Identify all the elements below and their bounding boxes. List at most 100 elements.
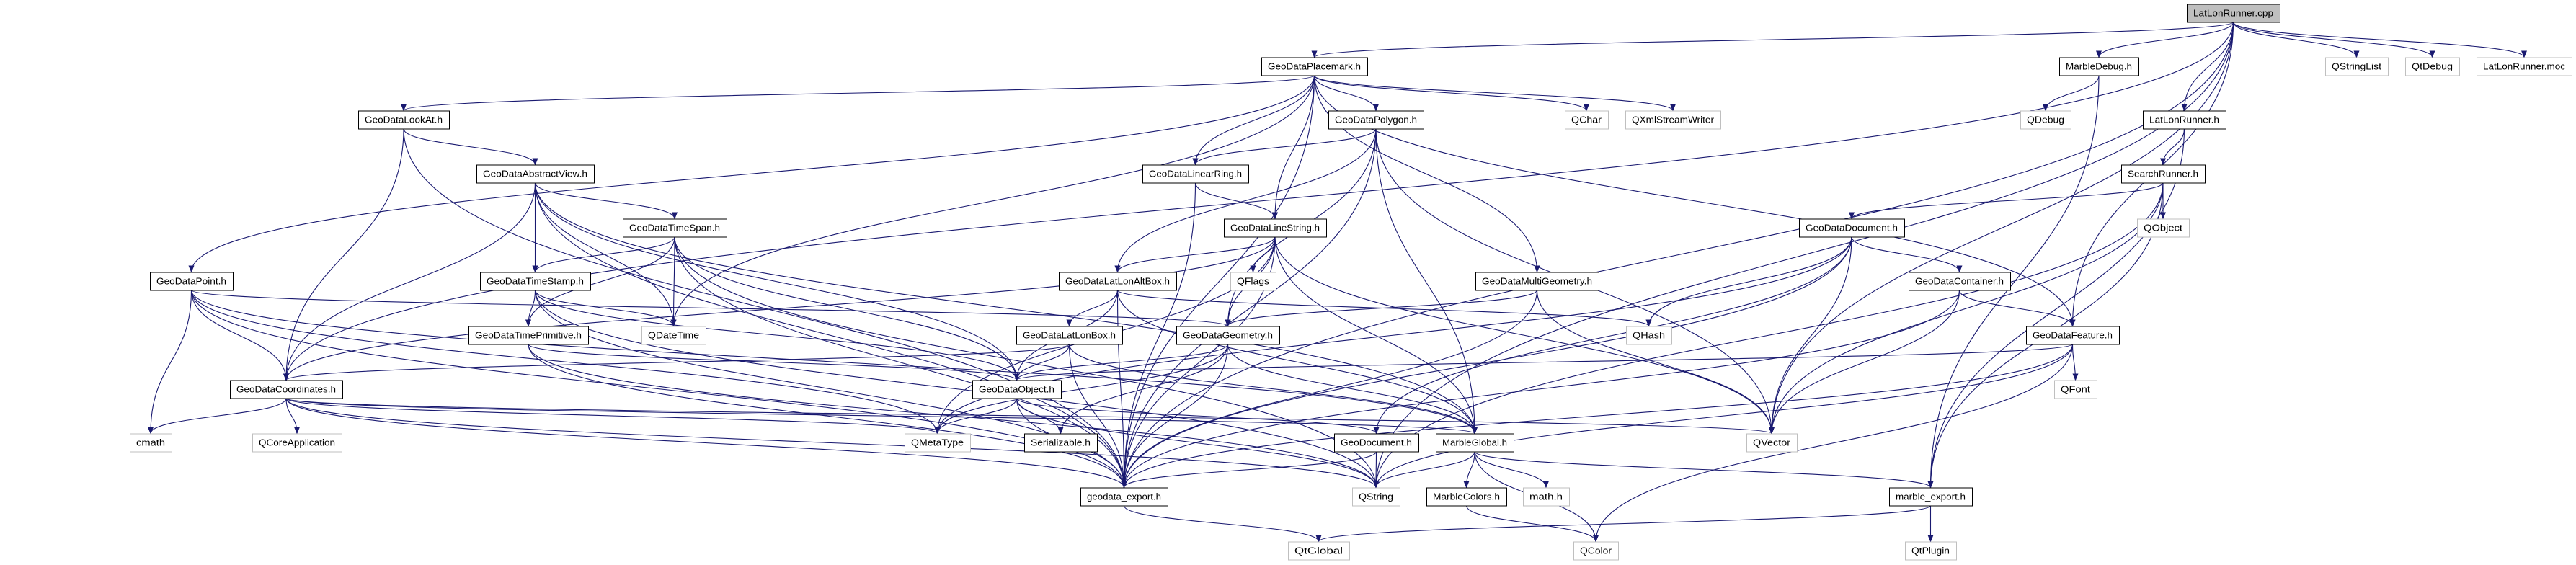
node-label: QFont	[2061, 385, 2091, 395]
edge-geodatageometry-h-to-qmetatype	[934, 344, 1229, 435]
node-box	[2026, 326, 2120, 345]
node-geodatapolygon-h[interactable]: GeoDataPolygon.h	[1328, 110, 1424, 130]
node-geodatatimestamp-h[interactable]: GeoDataTimeStamp.h	[480, 272, 591, 291]
edge-geodatalookat-h-to-geodata-export-h	[403, 128, 1127, 489]
node-box	[358, 110, 450, 130]
node-label: GeoDataPolygon.h	[1335, 115, 1417, 125]
node-qflags[interactable]: QFlags	[1230, 272, 1276, 291]
node-label: MarbleGlobal.h	[1442, 438, 1507, 448]
edge-geodataplacemark-h-to-geodatapolygon-h	[1313, 75, 1379, 112]
node-qcoreapplication[interactable]: QCoreApplication	[252, 433, 342, 453]
edge-geodatatimespan-h-to-geodatatimeprimitive-h	[525, 236, 675, 327]
node-geodatalinearring-h[interactable]: GeoDataLinearRing.h	[1142, 164, 1249, 184]
node-box	[1176, 326, 1280, 345]
node-marblecolors-h[interactable]: MarbleColors.h	[1426, 487, 1507, 507]
node-box	[1334, 433, 1419, 453]
edge-geodatatimestamp-h-to-geodataobject-h	[534, 290, 1020, 381]
node-geodatadocument-h[interactable]: GeoDataDocument.h	[1799, 218, 1905, 238]
edge-marbleglobal-h-to-marblecolors-h	[1463, 451, 1475, 489]
edge-geodatalatlonbox-h-to-geodata-export-h	[1068, 344, 1127, 489]
node-geodatalatlonaltbox-h[interactable]: GeoDataLatLonAltBox.h	[1059, 272, 1177, 291]
node-qfont[interactable]: QFont	[2054, 380, 2097, 399]
node-geodatalinestring-h[interactable]: GeoDataLineString.h	[1224, 218, 1327, 238]
node-qdatetime[interactable]: QDateTime	[641, 326, 706, 345]
edge-geodata-export-h-to-qtglobal	[1123, 505, 1322, 543]
edge-geodatageometry-h-to-serializable-h	[1057, 344, 1229, 435]
node-searchrunner-h[interactable]: SearchRunner.h	[2121, 164, 2206, 184]
node-geodataobject-h[interactable]: GeoDataObject.h	[972, 380, 1062, 399]
node-box	[1024, 433, 1098, 453]
node-box	[476, 164, 595, 184]
node-box	[2137, 218, 2190, 238]
node-geodatalatlonbox-h[interactable]: GeoDataLatLonBox.h	[1016, 326, 1123, 345]
node-qxmlstreamwriter[interactable]: QXmlStreamWriter	[1625, 110, 1721, 130]
node-qchar[interactable]: QChar	[1565, 110, 1609, 130]
node-label: MarbleDebug.h	[2066, 62, 2132, 72]
node-geodatacoordinates-h[interactable]: GeoDataCoordinates.h	[230, 380, 343, 399]
node-latlonrunner-moc[interactable]: LatLonRunner.moc	[2477, 57, 2572, 76]
edge-geodatatimespan-h-to-qdatetime	[670, 236, 677, 327]
edge-geodatamultigeometry-h-to-geodatageometry-h	[1225, 290, 1538, 327]
node-geodatamultigeometry-h[interactable]: GeoDataMultiGeometry.h	[1475, 272, 1599, 291]
node-marbledebug-h[interactable]: MarbleDebug.h	[2059, 57, 2139, 76]
node-math-h[interactable]: math.h	[1523, 487, 1570, 507]
edge-geodatadocument-h-to-qvector	[1769, 236, 1852, 435]
edge-geodatadocument-h-to-geodata-export-h	[1121, 236, 1852, 489]
node-box	[130, 433, 172, 453]
node-qstringlist[interactable]: QStringList	[2325, 57, 2389, 76]
edge-geodatapoint-h-to-cmath	[148, 290, 192, 435]
node-label: LatLonRunner.h	[2149, 115, 2219, 125]
node-label: QObject	[2144, 223, 2183, 233]
node-label: GeoDataMultiGeometry.h	[1482, 277, 1592, 287]
node-label: GeoDataLinearRing.h	[1149, 169, 1242, 179]
node-box	[1436, 433, 1514, 453]
node-qobject[interactable]: QObject	[2137, 218, 2190, 238]
node-latlonrunner-h[interactable]: LatLonRunner.h	[2143, 110, 2226, 130]
edge-geodataplacemark-h-to-qdatetime	[670, 75, 1315, 327]
node-box	[1909, 272, 2011, 291]
node-qcolor[interactable]: QColor	[1573, 541, 1619, 561]
node-qtplugin[interactable]: QtPlugin	[1905, 541, 1957, 561]
node-geodatageometry-h[interactable]: GeoDataGeometry.h	[1176, 326, 1280, 345]
node-geodata-export-h[interactable]: geodata_export.h	[1080, 487, 1168, 507]
node-label: QtGlobal	[1294, 546, 1343, 556]
edge-geodatatimeprimitive-h-to-geodataobject-h	[528, 344, 1020, 381]
node-box	[1261, 57, 1368, 76]
node-geodatatimeprimitive-h[interactable]: GeoDataTimePrimitive.h	[468, 326, 589, 345]
node-qtglobal[interactable]: QtGlobal	[1288, 541, 1350, 561]
edge-geodatadocument-h-to-geodatacontainer-h	[1851, 236, 1963, 273]
node-serializable-h[interactable]: Serializable.h	[1024, 433, 1098, 453]
edge-geodatapolygon-h-to-geodatalinearring-h	[1192, 128, 1377, 166]
node-geodatafeature-h[interactable]: GeoDataFeature.h	[2026, 326, 2120, 345]
edge-geodatapoint-h-to-geodatageometry-h	[190, 290, 1230, 327]
edge-geodatapoint-h-to-geodatacoordinates-h	[190, 290, 289, 381]
node-marble-export-h[interactable]: marble_export.h	[1889, 487, 1973, 507]
node-cmath[interactable]: cmath	[130, 433, 172, 453]
node-qdebug[interactable]: QDebug	[2020, 110, 2071, 130]
edge-geodataobject-h-to-qmetatype	[934, 398, 1018, 435]
node-qtdebug[interactable]: QtDebug	[2405, 57, 2460, 76]
node-label: GeoDataGeometry.h	[1183, 331, 1273, 341]
node-box	[905, 433, 971, 453]
node-geodatatimespan-h[interactable]: GeoDataTimeSpan.h	[623, 218, 727, 238]
node-box	[641, 326, 706, 345]
node-geodatacontainer-h[interactable]: GeoDataContainer.h	[1909, 272, 2011, 291]
node-marbleglobal-h[interactable]: MarbleGlobal.h	[1436, 433, 1514, 453]
node-geodataplacemark-h[interactable]: GeoDataPlacemark.h	[1261, 57, 1368, 76]
node-geodataabstractview-h[interactable]: GeoDataAbstractView.h	[476, 164, 595, 184]
node-latlonrunner-cpp[interactable]: LatLonRunner.cpp	[2187, 4, 2280, 23]
node-label: QCoreApplication	[259, 438, 335, 448]
node-label: GeoDataLatLonAltBox.h	[1065, 277, 1170, 287]
node-geodatapoint-h[interactable]: GeoDataPoint.h	[150, 272, 234, 291]
node-label: LatLonRunner.moc	[2483, 62, 2565, 72]
node-geodocument-h[interactable]: GeoDocument.h	[1334, 433, 1419, 453]
node-box	[1080, 487, 1168, 507]
node-box	[1746, 433, 1798, 453]
node-qmetatype[interactable]: QMetaType	[905, 433, 971, 453]
node-qstring[interactable]: QString	[1352, 487, 1400, 507]
node-geodatalookat-h[interactable]: GeoDataLookAt.h	[358, 110, 450, 130]
node-label: QtPlugin	[1911, 546, 1950, 556]
node-qhash[interactable]: QHash	[1626, 326, 1672, 345]
node-qvector[interactable]: QVector	[1746, 433, 1798, 453]
node-label: QtDebug	[2412, 62, 2453, 72]
